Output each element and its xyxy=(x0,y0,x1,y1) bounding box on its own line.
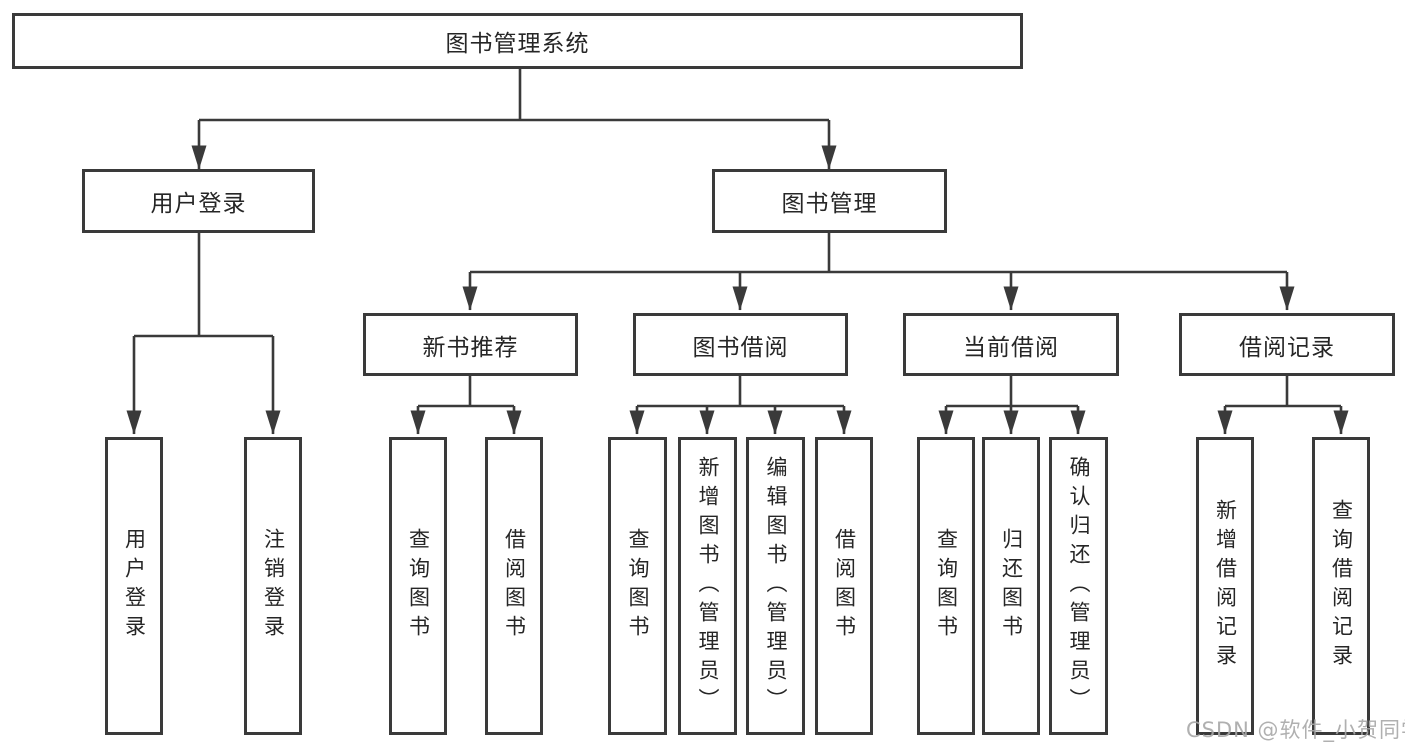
connector-book-borrow xyxy=(629,376,852,435)
node-cb-return-book: 归还图书 xyxy=(982,437,1040,735)
node-logout: 注销登录 xyxy=(244,437,302,735)
node-system-root-label: 图书管理系统 xyxy=(445,31,590,57)
node-borrow-records: 借阅记录 xyxy=(1179,313,1395,376)
node-cb-return-book-label: 归还图书 xyxy=(999,528,1024,644)
node-br-add-record-label: 新增借阅记录 xyxy=(1213,499,1238,673)
node-bb-query-book: 查询图书 xyxy=(608,437,667,735)
node-br-add-record: 新增借阅记录 xyxy=(1196,437,1254,735)
node-current-borrow-label: 当前借阅 xyxy=(963,334,1059,361)
connector-root xyxy=(191,69,837,170)
node-br-query-record: 查询借阅记录 xyxy=(1312,437,1370,735)
node-bb-borrow-book-label: 借阅图书 xyxy=(832,528,857,644)
node-book-management: 图书管理 xyxy=(712,169,947,233)
node-user-login-label: 用户登录 xyxy=(150,191,247,217)
node-book-management-label: 图书管理 xyxy=(781,191,878,217)
connector-current-borrow xyxy=(938,376,1086,435)
node-br-query-record-label: 查询借阅记录 xyxy=(1329,499,1354,673)
node-bb-edit-book-admin-label: 编辑图书（管理员） xyxy=(764,455,788,717)
connector-new-book-recommend xyxy=(410,376,522,435)
connector-book-management xyxy=(462,232,1295,311)
node-borrow-records-label: 借阅记录 xyxy=(1239,334,1335,361)
node-login-label: 用户登录 xyxy=(122,528,147,644)
node-cb-confirm-return-admin-label: 确认归还（管理员） xyxy=(1067,455,1091,717)
node-bb-borrow-book: 借阅图书 xyxy=(815,437,873,735)
node-bb-add-book-admin: 新增图书（管理员） xyxy=(678,437,737,735)
node-system-root: 图书管理系统 xyxy=(12,13,1023,69)
node-cb-query-book-label: 查询图书 xyxy=(934,528,959,644)
node-bb-add-book-admin-label: 新增图书（管理员） xyxy=(696,455,720,717)
node-login: 用户登录 xyxy=(105,437,163,735)
connector-user-login xyxy=(126,232,281,435)
node-bb-query-book-label: 查询图书 xyxy=(626,528,650,644)
node-new-book-recommend: 新书推荐 xyxy=(363,313,578,376)
node-nbr-query-book: 查询图书 xyxy=(389,437,447,735)
node-book-borrow: 图书借阅 xyxy=(633,313,848,376)
node-logout-label: 注销登录 xyxy=(261,528,286,644)
node-cb-query-book: 查询图书 xyxy=(917,437,975,735)
csdn-watermark: CSDN @软件_小贺同学 xyxy=(1186,718,1405,742)
node-nbr-borrow-book: 借阅图书 xyxy=(485,437,543,735)
node-new-book-recommend-label: 新书推荐 xyxy=(422,334,519,361)
node-nbr-borrow-book-label: 借阅图书 xyxy=(502,528,527,644)
node-current-borrow: 当前借阅 xyxy=(903,313,1119,376)
node-user-login: 用户登录 xyxy=(82,169,315,233)
connector-borrow-records xyxy=(1217,376,1349,435)
node-nbr-query-book-label: 查询图书 xyxy=(406,528,431,644)
node-book-borrow-label: 图书借阅 xyxy=(692,334,789,361)
node-cb-confirm-return-admin: 确认归还（管理员） xyxy=(1049,437,1108,735)
node-bb-edit-book-admin: 编辑图书（管理员） xyxy=(746,437,805,735)
